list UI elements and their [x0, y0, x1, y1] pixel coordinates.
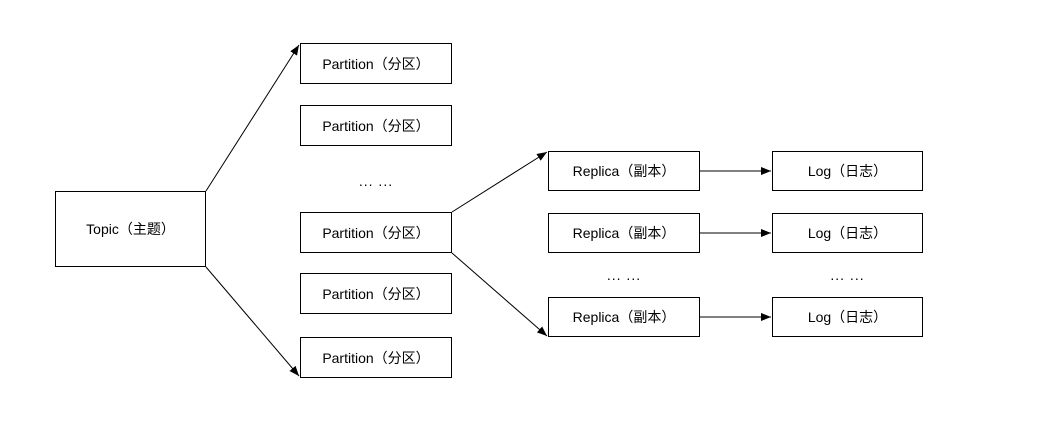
replica-label: Replica（副本） — [572, 309, 676, 325]
partition-node-5: Partition（分区） — [300, 337, 452, 378]
partition-node-3: Partition（分区） — [300, 212, 452, 253]
partition-label: Partition（分区） — [322, 349, 430, 366]
partition-label: Partition（分区） — [322, 285, 430, 302]
replica-column-ellipsis: ... ... — [606, 267, 642, 283]
replica-label: Replica（副本） — [572, 225, 676, 241]
arrow-partition-3-to-replica-1 — [451, 151, 548, 213]
topic-label: Topic（主题） — [86, 221, 175, 237]
partition-node-2: Partition（分区） — [300, 105, 452, 146]
replica-node-2: Replica（副本） — [548, 213, 700, 253]
partition-node-4: Partition（分区） — [300, 273, 452, 314]
log-label: Log（日志） — [807, 225, 888, 241]
partition-label: Partition（分区） — [322, 224, 430, 241]
arrow-topic-to-partition-5 — [205, 266, 300, 377]
replica-label: Replica（副本） — [572, 163, 676, 179]
log-node-2: Log（日志） — [772, 213, 923, 253]
partition-column-ellipsis: ... ... — [358, 173, 394, 189]
log-node-1: Log（日志） — [772, 151, 923, 191]
log-label: Log（日志） — [807, 309, 888, 325]
log-node-3: Log（日志） — [772, 297, 923, 337]
arrow-partition-3-to-replica-3 — [451, 252, 548, 337]
log-label: Log（日志） — [807, 163, 888, 179]
replica-node-3: Replica（副本） — [548, 297, 700, 337]
replica-node-1: Replica（副本） — [548, 151, 700, 191]
partition-node-1: Partition（分区） — [300, 43, 452, 84]
arrow-topic-to-partition-1 — [205, 44, 300, 192]
partition-label: Partition（分区） — [322, 55, 430, 72]
partition-label: Partition（分区） — [322, 117, 430, 134]
log-column-ellipsis: ... ... — [830, 267, 865, 283]
topic-node: Topic（主题） — [55, 191, 206, 267]
